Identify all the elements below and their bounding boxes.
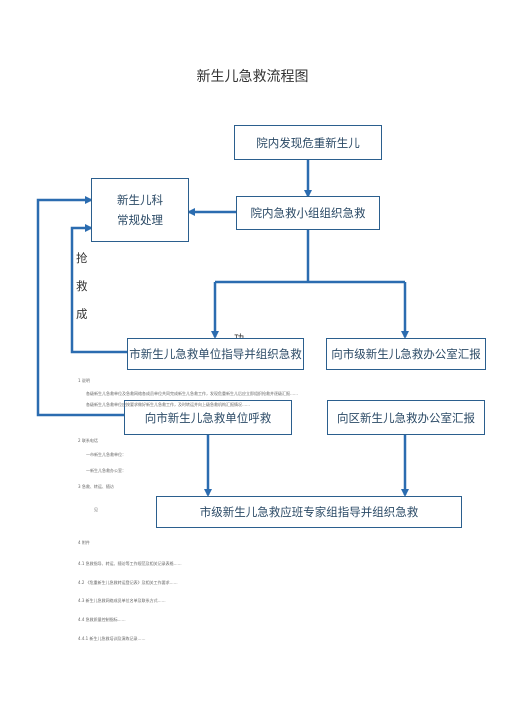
- side-char-1: 抢: [76, 251, 88, 265]
- note-2a: 一市新生儿急救单位：: [86, 452, 126, 457]
- note-2b: 一新生儿急救办公室：: [86, 468, 126, 473]
- note-4-4: 4.4 急救质量控制指标……: [78, 617, 126, 622]
- side-char-2: 救: [76, 279, 88, 293]
- note-4-4-1: 4.4.1 新生儿急救培训及演练记录……: [78, 636, 146, 641]
- note-4-2: 4.2 《危重新生儿急救转运登记表》及相关工作要求……: [78, 580, 178, 585]
- node-detect: 院内发现危重新生儿: [234, 125, 382, 160]
- node-neonatal-routine: 新生儿科 常规处理: [91, 178, 189, 242]
- arrow-call-to-neonatal: [36, 196, 124, 417]
- node-city-guide: 市新生儿急救单位指导并组织急救: [127, 338, 304, 370]
- note-2: 2 联系电话: [78, 438, 98, 443]
- node-team: 院内急救小组组织急救: [236, 196, 380, 230]
- note-3a: 见: [94, 507, 98, 512]
- note-4-1: 4.1 急救指导、转运、随访等工作规范及相关记录表格……: [78, 561, 182, 566]
- node-neonatal-line2: 常规处理: [117, 213, 163, 227]
- note-1b: 各级新生儿急救单位应按要求做好新生儿急救工作，及时转运并向上级急救机构汇报情况……: [86, 402, 250, 407]
- arrow-success-to-neonatal: [70, 224, 127, 354]
- note-3: 3 急救、转运、随访: [78, 484, 114, 489]
- node-neonatal-line1: 新生儿科: [117, 193, 163, 207]
- node-expert: 市级新生儿急救应班专家组指导并组织急救: [156, 496, 462, 528]
- note-1a: 各级新生儿急救单位及急救网络各成员单位共同完成新生儿急救工作，发现危重新生儿后应…: [86, 391, 298, 396]
- page-title: 新生儿急救流程图: [196, 69, 309, 85]
- side-char-3: 成: [76, 307, 88, 321]
- node-district-report: 向区新生儿急救办公室汇报: [327, 400, 485, 435]
- node-city-report: 向市级新生儿急救办公室汇报: [326, 338, 486, 370]
- note-1: 1 说明: [78, 378, 90, 383]
- note-4-3: 4.3 新生儿急救网络成员单位名单及联系方式……: [78, 598, 166, 603]
- note-4: 4 附件: [78, 540, 90, 545]
- node-call: 向市新生儿急救单位呼救: [124, 400, 292, 435]
